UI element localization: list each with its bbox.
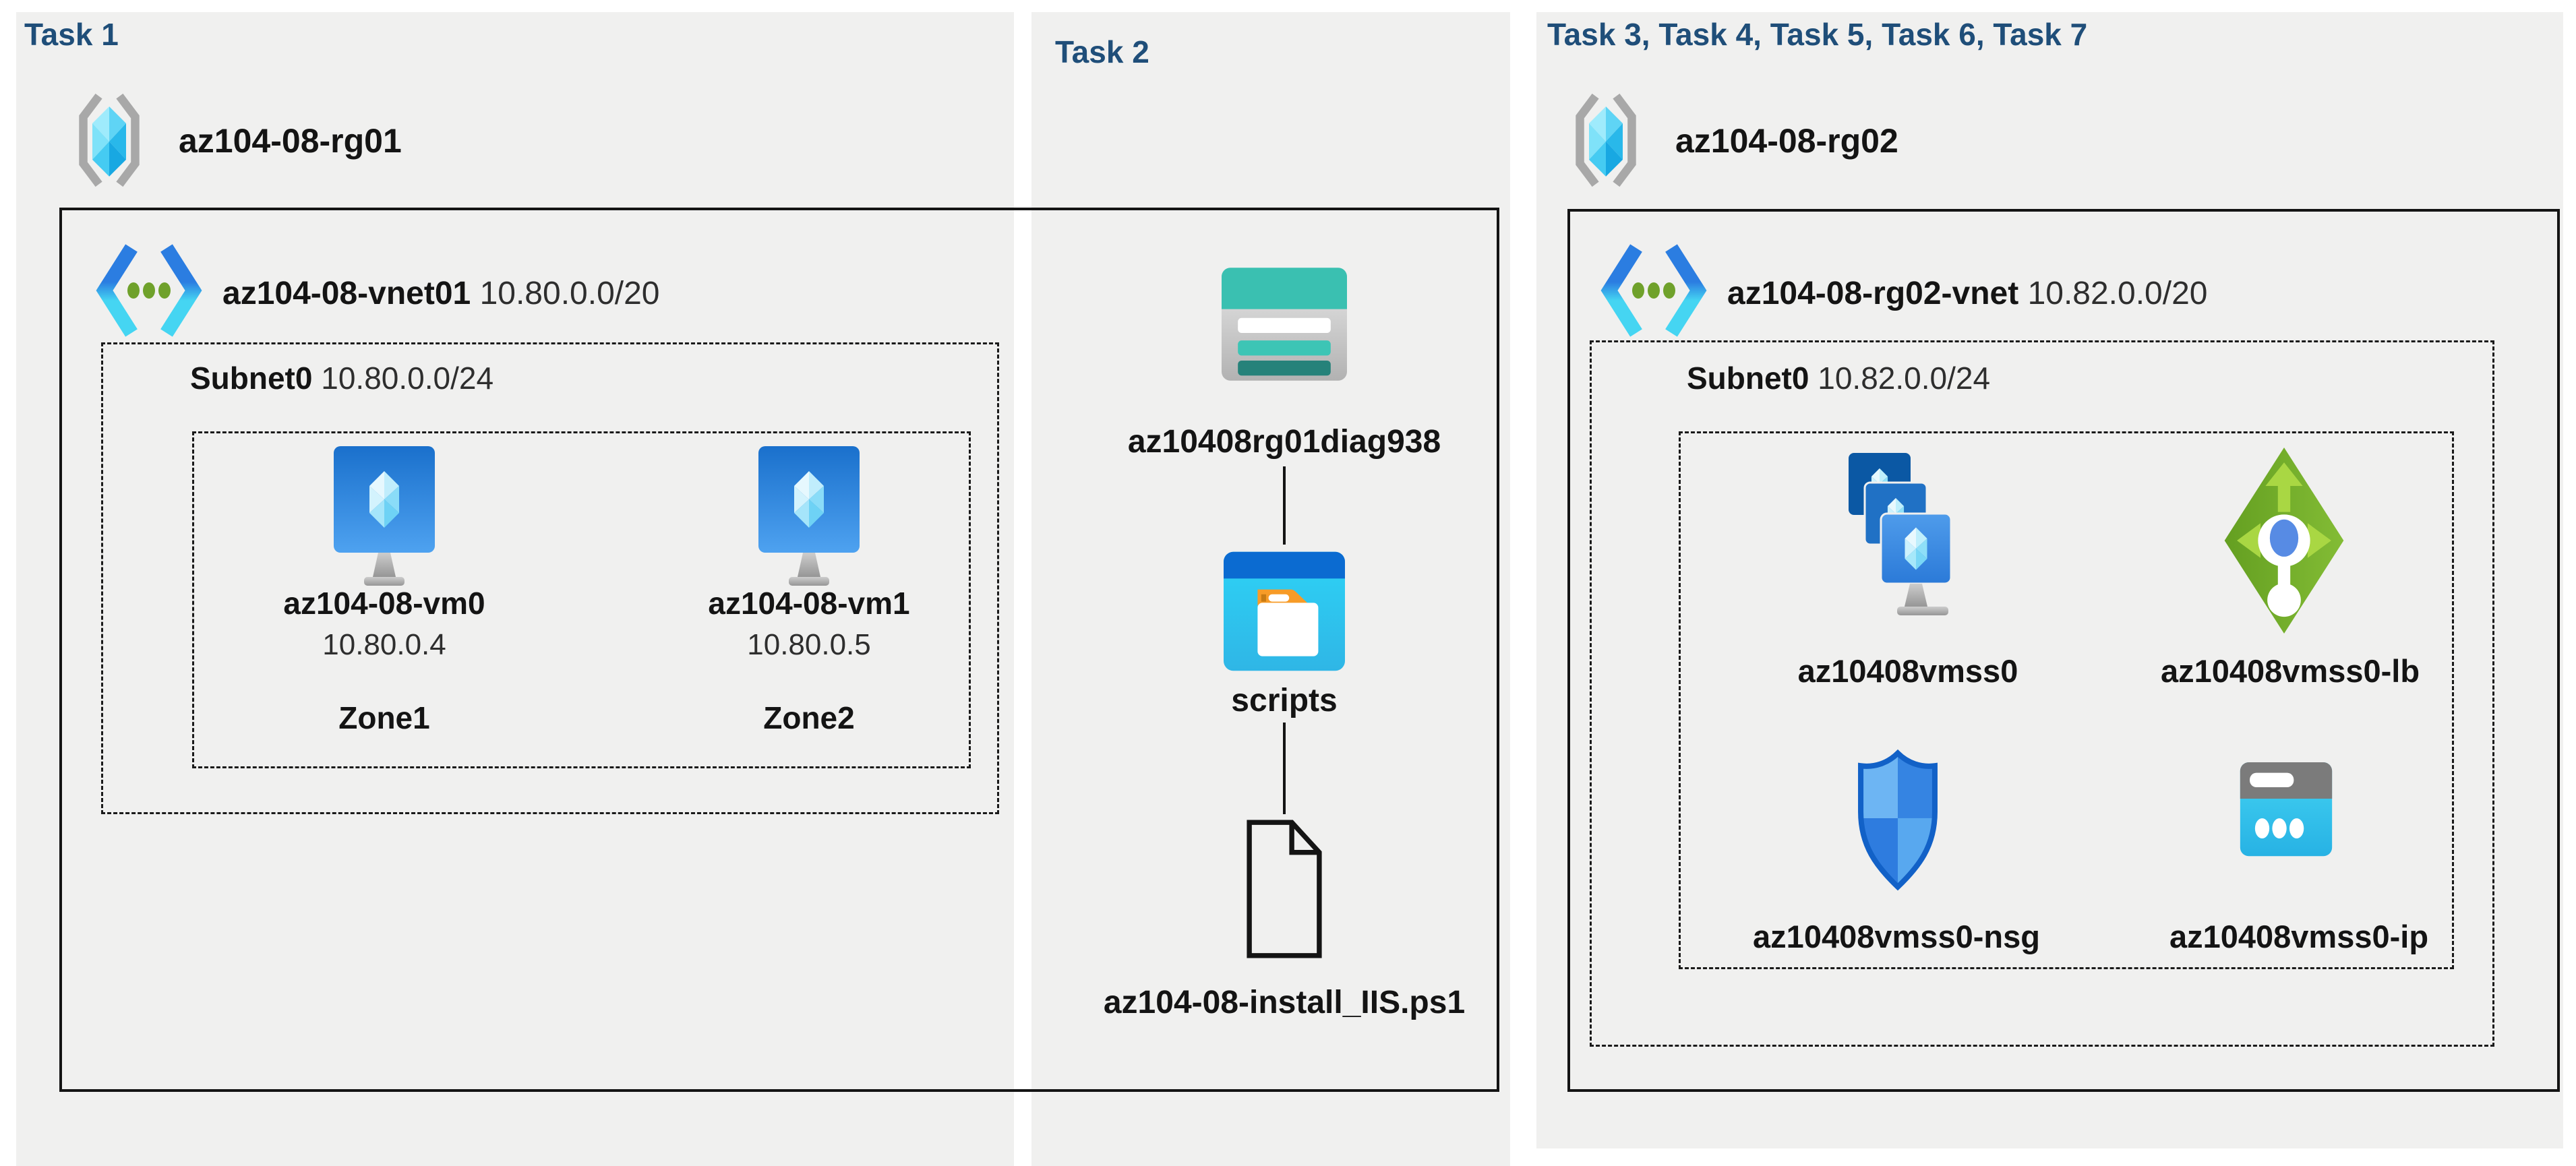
availability-zones-box (192, 431, 971, 768)
subnet0-cidr: 10.80.0.0/24 (321, 361, 494, 396)
task2-title: Task 2 (1055, 34, 1149, 69)
connector-line (1283, 466, 1286, 545)
virtual-machine-icon (752, 446, 866, 589)
vnet01-cidr: 10.80.0.0/20 (479, 276, 660, 311)
container-label: scripts (1231, 683, 1338, 718)
vnet01-name: az104-08-vnet01 (222, 276, 471, 311)
vm1-name: az104-08-vm1 (708, 586, 910, 621)
task1-panel (16, 12, 1014, 1166)
storage-account-icon (1222, 267, 1347, 381)
rg01-label: az104-08-rg01 (179, 122, 402, 160)
resource-group-icon (76, 89, 143, 191)
rg02-boundary-box (1567, 209, 2560, 1092)
subnet0-label-rg01: Subnet0 10.80.0.0/24 (190, 360, 493, 396)
script-file-icon (1242, 818, 1326, 960)
public-ip-icon (2238, 754, 2334, 880)
vm1-ip: 10.80.0.5 (747, 628, 871, 661)
load-balancer-label: az10408vmss0-lb (2160, 653, 2420, 689)
vmss-resources-box (1679, 431, 2454, 969)
vnet01-label: az104-08-vnet01 10.80.0.0/20 (222, 275, 659, 312)
virtual-machine-icon (327, 446, 442, 589)
rg01-boundary-box (59, 208, 1499, 1092)
script-file-label: az104-08-install_IIS.ps1 (1103, 985, 1466, 1020)
subnet0-box-rg02 (1590, 340, 2494, 1047)
resource-group-icon (1572, 89, 1640, 191)
public-ip-label: az10408vmss0-ip (2169, 919, 2429, 954)
task3-title: Task 3, Task 4, Task 5, Task 6, Task 7 (1547, 17, 2088, 52)
subnet0-box-rg01 (101, 342, 999, 814)
rg02-label: az104-08-rg02 (1675, 122, 1898, 160)
task1-title: Task 1 (24, 17, 119, 52)
vmss-label: az10408vmss0 (1797, 653, 2018, 689)
virtual-network-icon (1596, 240, 1711, 341)
vm0-name: az104-08-vm0 (283, 586, 485, 621)
subnet0-label-rg02: Subnet0 10.82.0.0/24 (1687, 360, 1990, 396)
storage-account-label: az10408rg01diag938 (1127, 424, 1441, 460)
subnet0-name: Subnet0 (190, 361, 313, 396)
blob-container-folder-icon (1224, 551, 1345, 671)
vm0-ip: 10.80.0.4 (322, 628, 446, 661)
task3-panel (1536, 12, 2563, 1148)
network-security-group-shield-icon (1853, 748, 1943, 894)
vm1-zone: Zone2 (763, 700, 855, 735)
vm-scale-set-icon (1822, 453, 1954, 630)
connector-line (1283, 723, 1286, 814)
load-balancer-icon (2222, 445, 2346, 636)
nsg-label: az10408vmss0-nsg (1753, 919, 2040, 954)
virtual-network-icon (92, 240, 206, 341)
vnet02-label: az104-08-rg02-vnet 10.82.0.0/20 (1727, 275, 2207, 312)
vnet02-name: az104-08-rg02-vnet (1727, 276, 2019, 311)
vm0-zone: Zone1 (338, 700, 430, 735)
vnet02-cidr: 10.82.0.0/20 (2027, 276, 2208, 311)
subnet0-name: Subnet0 (1687, 361, 1809, 396)
subnet0-cidr: 10.82.0.0/24 (1818, 361, 1991, 396)
